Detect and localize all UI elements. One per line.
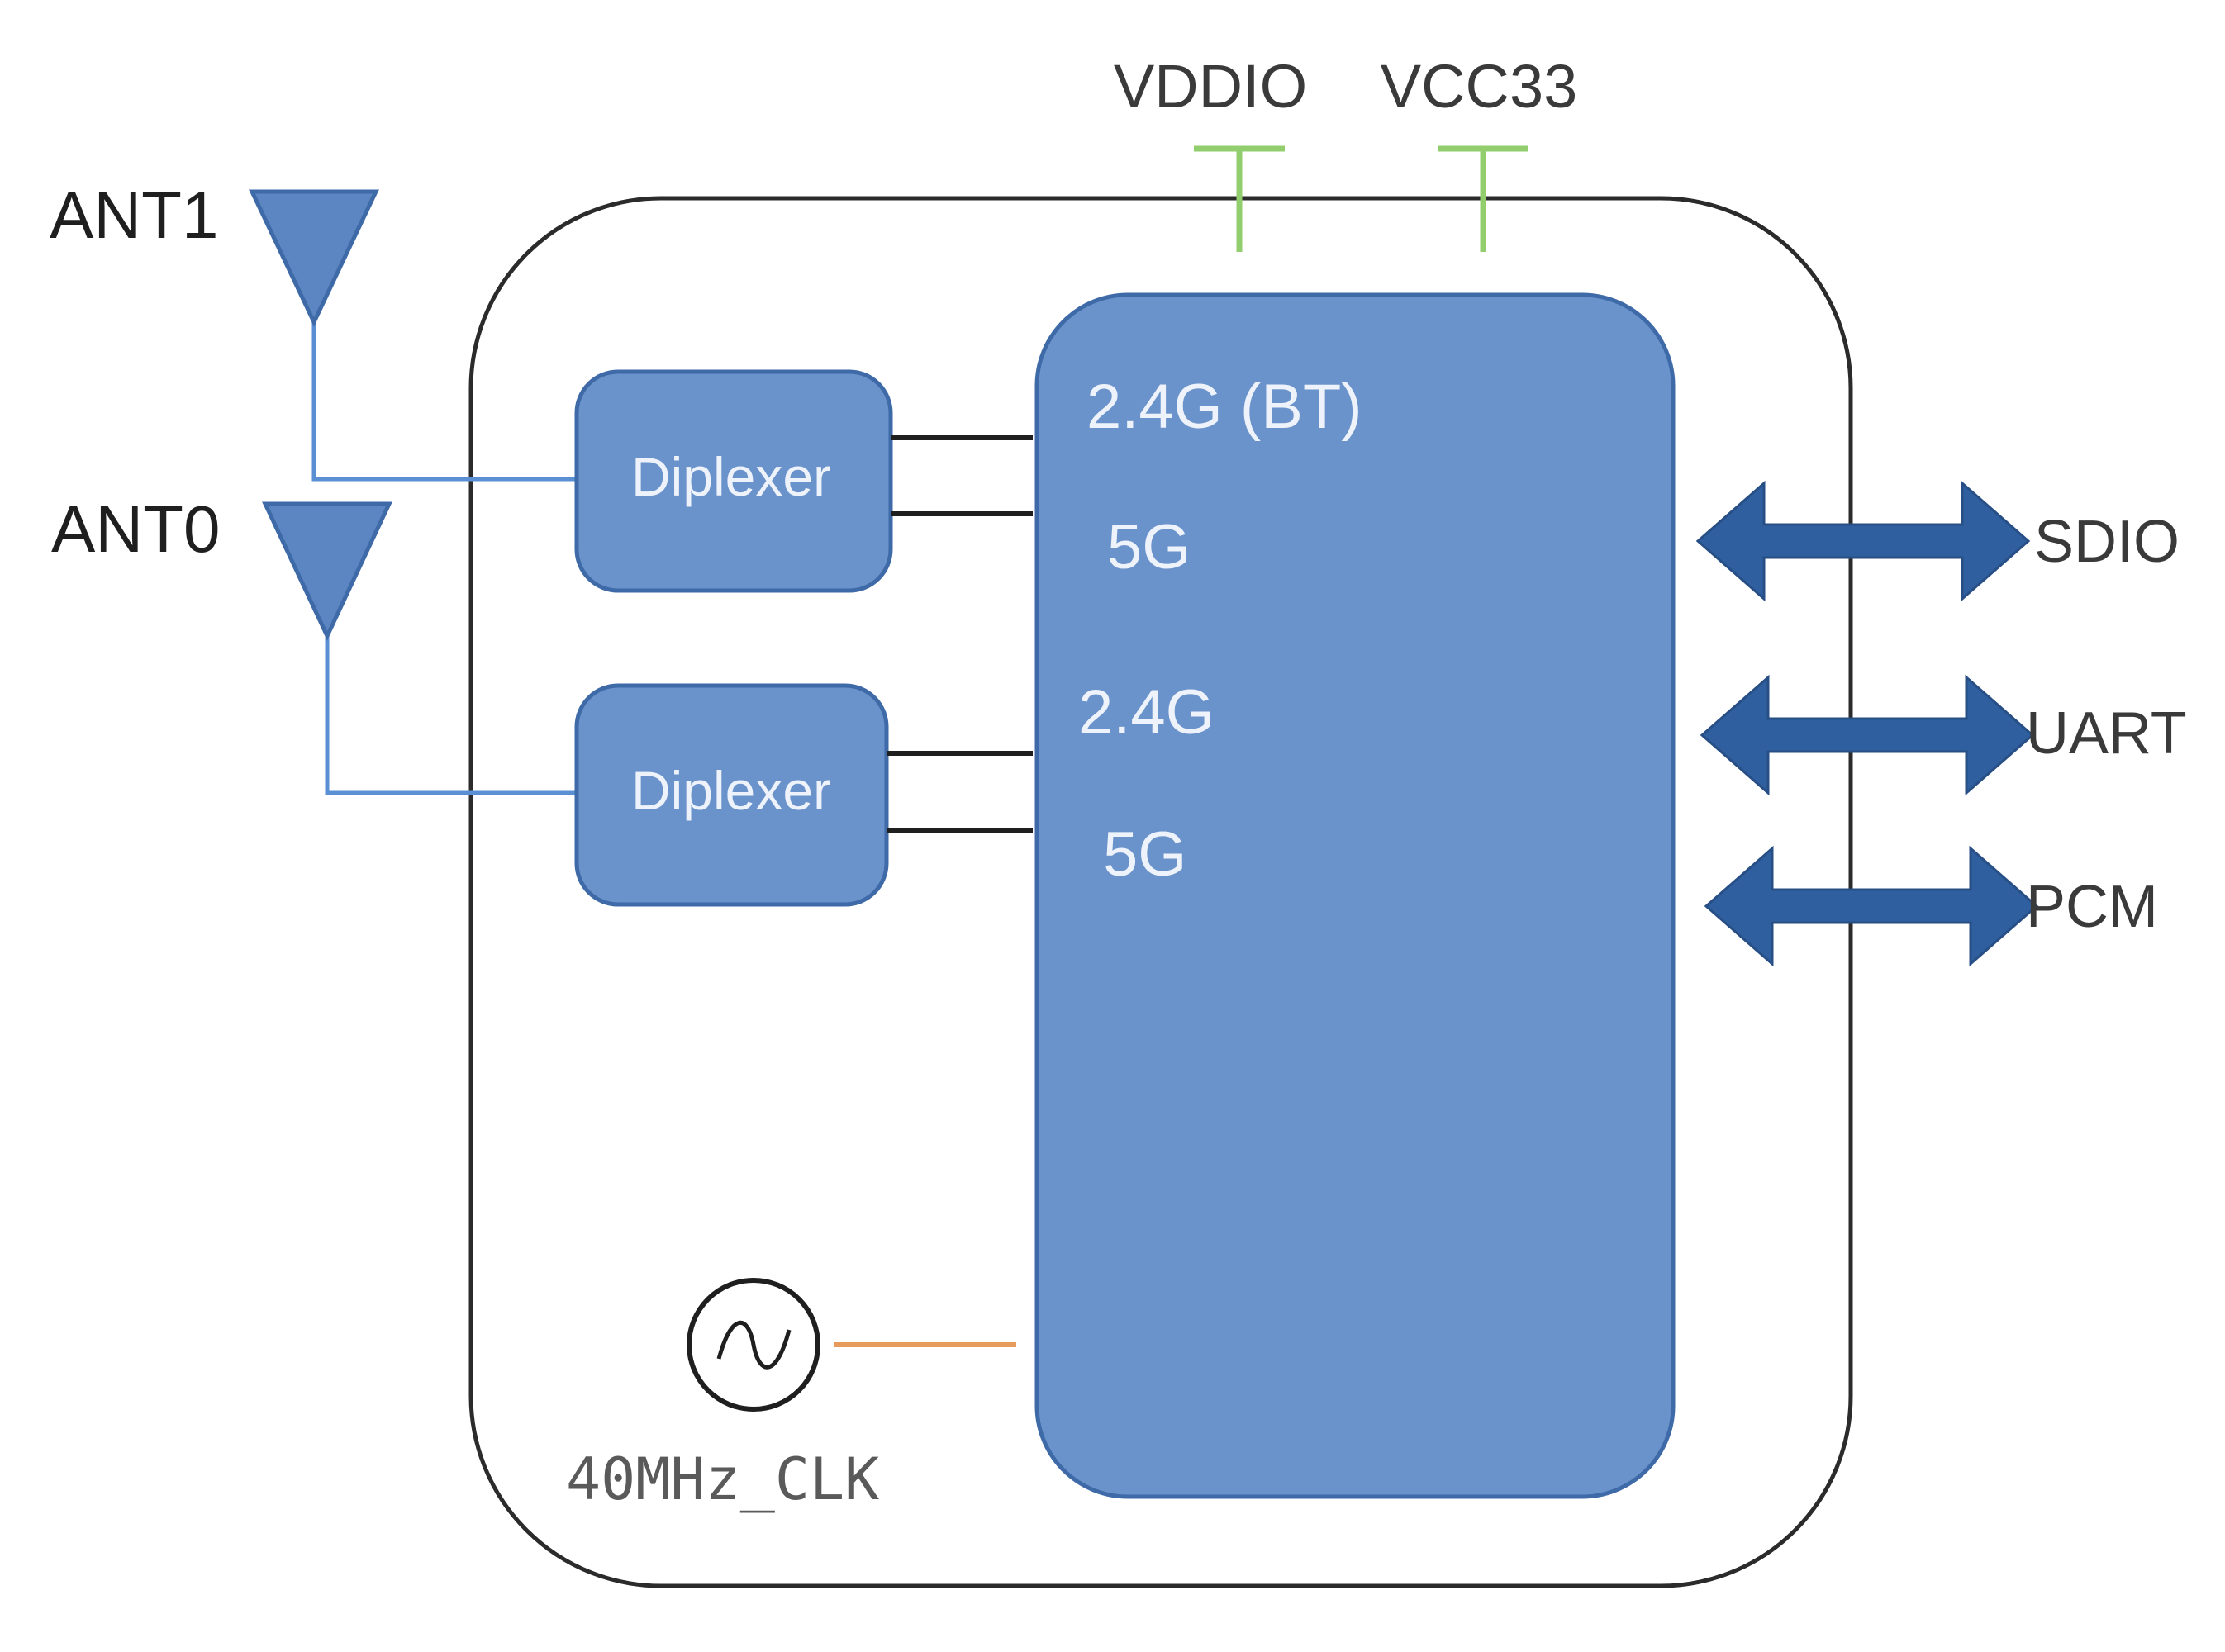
vddio-pin: [1194, 145, 1285, 252]
diplexer-top-label: Diplexer: [631, 446, 831, 507]
wireless-chip: [1034, 292, 1676, 1499]
sine-wave-icon: [716, 1320, 792, 1370]
uart-label: UART: [2026, 700, 2187, 767]
pcm-arrow-icon: [1704, 845, 2039, 967]
ant1-label: ANT1: [50, 178, 219, 252]
vcc33-label: VCC33: [1381, 52, 1578, 121]
uart-arrow-icon: [1700, 674, 2035, 796]
chip-port-wifi-24g: 2.4G: [1078, 677, 1215, 748]
clock-label: 40MHz_CLK: [566, 1446, 879, 1513]
ant0-antenna-icon: [262, 501, 392, 641]
sdio-arrow-icon: [1695, 480, 2031, 602]
ant1-wire: [311, 322, 577, 482]
chip-port-bt-24g: 2.4G (BT): [1086, 372, 1362, 442]
ant0-wire: [325, 636, 577, 795]
chip-port-bottom-5g: 5G: [1103, 819, 1186, 890]
ant1-antenna-icon: [249, 189, 379, 327]
pcm-label: PCM: [2026, 874, 2158, 940]
diplexer-top: [574, 369, 893, 593]
ant0-label: ANT0: [51, 492, 221, 566]
diplexer-bottom: [574, 683, 889, 907]
vcc33-pin: [1438, 145, 1528, 252]
chip-port-top-5g: 5G: [1107, 512, 1191, 582]
vddio-label: VDDIO: [1114, 52, 1307, 121]
diplexer-bottom-label: Diplexer: [631, 760, 831, 821]
sdio-label: SDIO: [2034, 509, 2180, 575]
oscillator-icon: [687, 1278, 820, 1412]
